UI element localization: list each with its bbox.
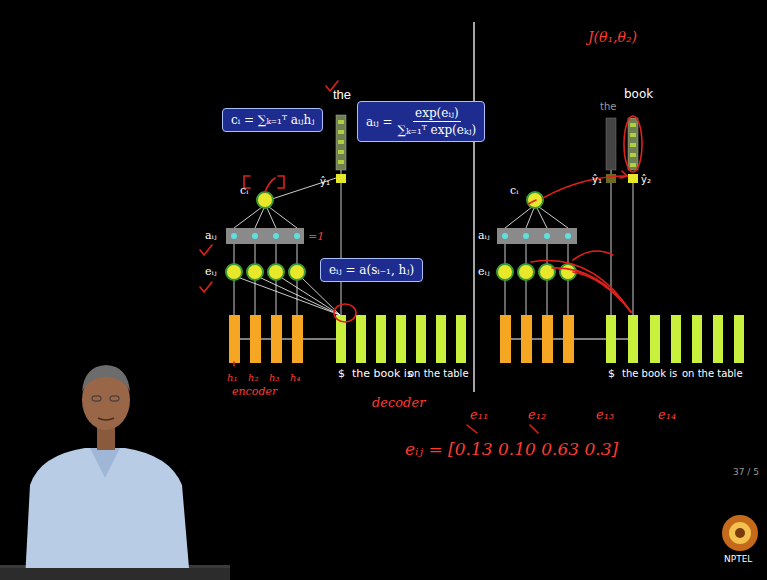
slide-label: the book is — [622, 368, 677, 379]
slide-label: eᵢⱼ — [205, 266, 217, 278]
handwritten-note: J(θ₁,θ₂) — [588, 30, 637, 45]
handwritten-note: decoder — [372, 396, 425, 410]
handwritten-note: eᵢⱼ = [0.13 0.10 0.63 0.3] — [405, 440, 618, 459]
slide-label: the book is — [352, 368, 413, 380]
slide-label: on the table — [682, 368, 743, 379]
slide-label: ŷ₁ — [320, 176, 330, 187]
slide-label: ŷ₂ — [641, 174, 651, 185]
denominator: ∑ₖ₌₁ᵀ exp(eₖⱼ) — [398, 122, 477, 137]
slide-label: the — [600, 101, 616, 112]
handwritten-note: h₂ — [248, 372, 258, 383]
numerator: exp(eᵢⱼ) — [413, 106, 461, 122]
handwritten-note: e₁₃ — [596, 408, 614, 422]
handwritten-note: encoder — [232, 386, 277, 398]
formula-text: cᵢ = ∑ₖ₌₁ᵀ aᵢⱼhⱼ — [231, 113, 314, 127]
slide-label: 37 / 5 — [733, 468, 759, 478]
formula-box: cᵢ = ∑ₖ₌₁ᵀ aᵢⱼhⱼ — [222, 108, 323, 132]
slide-label: eᵢⱼ — [478, 266, 490, 278]
formula-text: eᵢⱼ = a(sᵢ₋₁, hⱼ) — [329, 263, 414, 277]
slide-label: on the table — [408, 368, 469, 379]
slide-label: NPTEL — [724, 555, 752, 565]
slide-label: $ — [338, 368, 345, 380]
formula-text: aᵢⱼ = — [366, 115, 393, 129]
slide-label: $ — [608, 368, 615, 380]
slide-label: aᵢⱼ — [205, 230, 217, 242]
handwritten-note: e₁₄ — [658, 408, 676, 422]
handwritten-note: h₃ — [269, 372, 279, 383]
formula-box: aᵢⱼ = exp(eᵢⱼ)∑ₖ₌₁ᵀ exp(eₖⱼ) — [357, 101, 485, 142]
handwritten-note: e₁₁ — [470, 408, 488, 422]
handwritten-note: e₁₂ — [528, 408, 546, 422]
handwritten-note: h₄ — [290, 372, 300, 383]
formula-box: eᵢⱼ = a(sᵢ₋₁, hⱼ) — [320, 258, 423, 282]
handwritten-note: h₁ — [227, 372, 237, 383]
slide-label: cᵢ — [240, 185, 248, 197]
slide-label: book — [624, 88, 653, 101]
slide-label: the — [333, 88, 351, 102]
slide-label: aᵢⱼ — [478, 230, 490, 242]
handwritten-note: =1 — [308, 231, 324, 243]
fraction: exp(eᵢⱼ)∑ₖ₌₁ᵀ exp(eₖⱼ) — [398, 106, 477, 137]
slide-label: cᵢ — [510, 185, 518, 197]
slide-label: ŷ₁ — [592, 174, 602, 185]
